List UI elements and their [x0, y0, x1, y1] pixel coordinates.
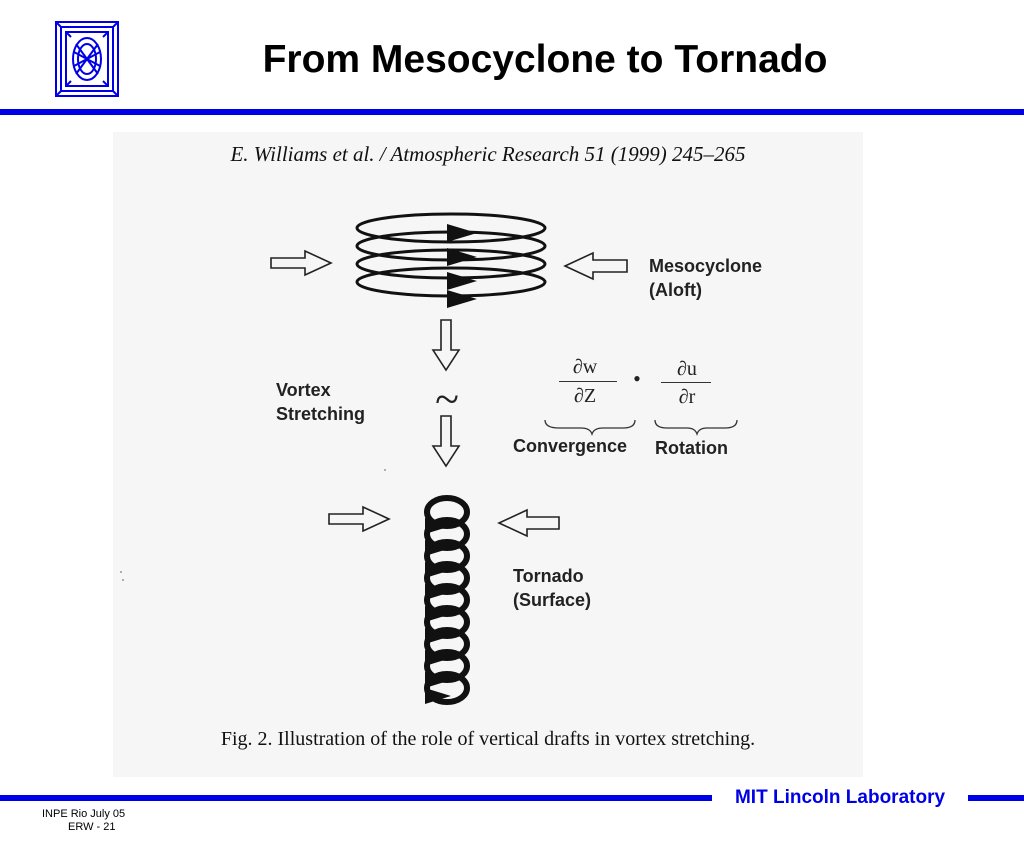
- tornado-label: Tornado: [513, 566, 584, 586]
- top-rule: [0, 109, 1024, 115]
- rotation-brace-icon: [654, 419, 738, 437]
- frac2-line: [661, 382, 711, 383]
- figure-caption: Fig. 2. Illustration of the role of vert…: [220, 728, 756, 750]
- aloft-label: (Aloft): [649, 280, 702, 300]
- figure-scan: E. Williams et al. / Atmospheric Researc…: [113, 132, 863, 777]
- down-arrow-upper-icon: [431, 319, 461, 372]
- convergence-brace-icon: [544, 419, 636, 437]
- mesocyclone-label: Mesocyclone: [649, 256, 763, 276]
- frac2-denominator: ∂r: [678, 386, 696, 408]
- inflow-arrow-right-aloft-icon: [563, 251, 628, 281]
- vortex-diagram: [120, 212, 738, 705]
- mesocyclone-rotation-arrowheads-icon: [447, 224, 477, 308]
- frac2-numerator: ∂u: [677, 358, 697, 380]
- inflow-arrow-left-aloft-icon: [270, 249, 333, 277]
- stretching-label: Stretching: [276, 404, 366, 424]
- convergence-label: Convergence: [513, 436, 628, 456]
- footer-info: INPE Rio July 05 ERW - 21: [42, 808, 125, 834]
- vortex-label: Vortex: [276, 380, 331, 400]
- bottom-rule-left: [0, 795, 712, 801]
- inflow-arrow-left-surface-icon: [328, 505, 391, 533]
- frac1-denominator: ∂Z: [573, 385, 597, 407]
- organization-name: MIT Lincoln Laboratory: [734, 787, 946, 808]
- frac1-numerator: ∂w: [572, 356, 598, 378]
- surface-label: (Surface): [513, 590, 592, 610]
- down-arrow-lower-icon: [431, 415, 461, 468]
- proportional-tilde: ~: [435, 375, 459, 424]
- inflow-arrow-right-surface-icon: [497, 508, 560, 538]
- slide-title: From Mesocyclone to Tornado: [262, 38, 828, 81]
- footer-line-2: ERW - 21: [68, 821, 116, 833]
- rotation-label: Rotation: [655, 438, 728, 458]
- bottom-rule-right: [968, 795, 1024, 801]
- footer-line-1: INPE Rio July 05: [42, 808, 126, 820]
- product-dot: •: [633, 366, 641, 391]
- figure-citation: E. Williams et al. / Atmospheric Researc…: [230, 142, 746, 166]
- tornado-rotation-arrowheads-icon: [425, 518, 451, 704]
- frac1-line: [559, 381, 617, 382]
- mit-ll-logo-icon: [55, 21, 119, 97]
